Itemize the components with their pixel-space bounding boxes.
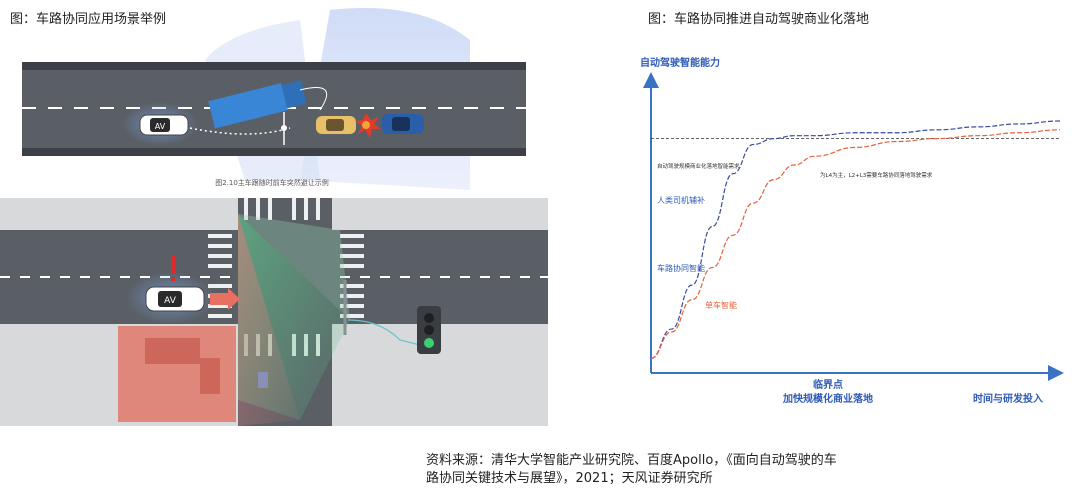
single-series-label: 单车智能: [705, 300, 737, 310]
top-road-scene: AV: [22, 62, 526, 156]
av-label-top: AV: [155, 122, 166, 131]
av-label-intersection: AV: [164, 296, 177, 306]
critical-point-label: 临界点: [813, 378, 843, 391]
blue-truck: [208, 83, 288, 129]
commercialization-label: 加快规模化商业落地: [782, 392, 873, 405]
x-axis-label: 时间与研发投入: [973, 392, 1043, 405]
source-line-1: 资料来源：清华大学智能产业研究院、百度Apollo，《面向自动驾驶的车: [426, 453, 837, 468]
human-driver-label: 人类司机辅补: [657, 195, 705, 205]
y-axis-label: 自动驾驶智能能力: [640, 56, 720, 69]
source-note: 资料来源：清华大学智能产业研究院、百度Apollo，《面向自动驾驶的车 路协同关…: [426, 452, 946, 488]
v2x-scenario-illustration: AV 图2.10主车跟随时前车突然避让示例: [0, 8, 548, 426]
roadside-pink-cone: [238, 214, 300, 426]
l4-label: 为L4为主，L2+L3需要车路协同落地驾驶需求: [820, 171, 933, 179]
single-vehicle-intelligence-curve: [650, 129, 1061, 359]
vrc-series-label: 车路协同智能: [657, 263, 705, 273]
direction-arrow-icon: [210, 288, 240, 310]
left-figure-title: 图：车路协同应用场景举例: [10, 12, 167, 27]
vrc-intelligence-curve: [650, 120, 1061, 359]
capability-chart: 自动驾驶智能能力 自动驾驶规模商业化落地智能需求 为L4为主，L2+L3需要车路…: [640, 56, 1064, 405]
warning-icon: [171, 256, 175, 274]
right-figure-title: 图：车路协同推进自动驾驶商业化落地: [648, 12, 870, 27]
hidden-pedestrian: [258, 372, 268, 388]
intersection-scene: AV: [0, 198, 548, 426]
top-scene-caption: 图2.10主车跟随时前车突然避让示例: [215, 178, 329, 187]
source-line-2: 路协同关键技术与展望》，2021；天风证券研究所: [426, 471, 713, 486]
threshold-label: 自动驾驶规模商业化落地智能需求: [657, 162, 740, 170]
